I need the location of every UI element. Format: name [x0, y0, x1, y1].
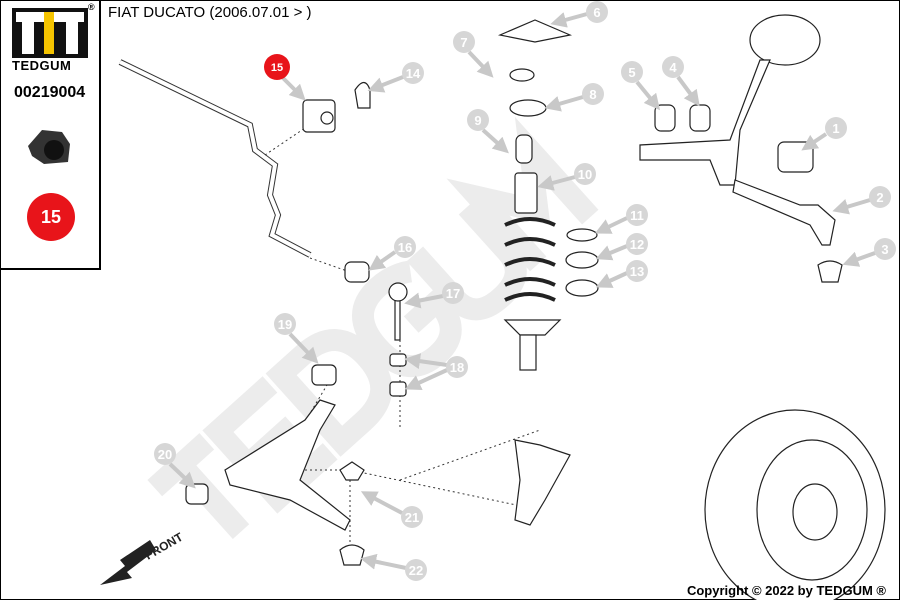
callout-13[interactable]: 13 [626, 260, 648, 282]
callout-3[interactable]: 3 [874, 238, 896, 260]
callout-5[interactable]: 5 [621, 61, 643, 83]
svg-text:14: 14 [406, 66, 421, 81]
front-arrow-icon [100, 540, 156, 585]
bushing-16-part [344, 261, 370, 283]
vehicle-title: FIAT DUCATO (2006.07.01 > ) [108, 4, 312, 21]
svg-text:6: 6 [593, 5, 600, 20]
svg-text:18: 18 [450, 360, 464, 375]
callout-20[interactable]: 20 [154, 443, 176, 465]
svg-text:3: 3 [881, 242, 888, 257]
callout-11[interactable]: 11 [626, 204, 648, 226]
svg-text:2: 2 [876, 190, 883, 205]
svg-text:4: 4 [669, 60, 677, 75]
callout-10[interactable]: 10 [574, 163, 596, 185]
callout-19[interactable]: 19 [274, 313, 296, 335]
part-thumbnail [28, 130, 70, 164]
svg-text:17: 17 [446, 286, 460, 301]
callout-14[interactable]: 14 [402, 62, 424, 84]
callout-6[interactable]: 6 [586, 1, 608, 23]
callout-9[interactable]: 9 [467, 109, 489, 131]
steering-wheel [749, 14, 821, 66]
svg-text:1: 1 [832, 121, 839, 136]
svg-text:15: 15 [271, 62, 283, 74]
svg-text:13: 13 [630, 264, 644, 279]
svg-text:21: 21 [405, 510, 419, 525]
callout-arrows [168, 12, 876, 570]
bracket-part [354, 81, 371, 109]
svg-text:12: 12 [630, 237, 644, 252]
svg-text:5: 5 [628, 65, 635, 80]
callout-8[interactable]: 8 [582, 83, 604, 105]
callout-12[interactable]: 12 [626, 233, 648, 255]
svg-text:22: 22 [409, 563, 423, 578]
tedgum-logo [12, 8, 88, 58]
brand-name: TEDGUM [12, 58, 72, 73]
callout-7[interactable]: 7 [453, 31, 475, 53]
lower-control-arm [224, 399, 351, 531]
copyright: Copyright © 2022 by TEDGUM ® [686, 583, 886, 598]
part-info-panel: ® TEDGUM 00219004 15 [0, 0, 101, 270]
svg-text:19: 19 [278, 317, 292, 332]
svg-text:16: 16 [398, 240, 412, 255]
steering-knuckle [514, 439, 571, 526]
callout-2[interactable]: 2 [869, 186, 891, 208]
registered-mark: ® [88, 2, 95, 12]
mount-6-part [497, 19, 573, 43]
part-position-badge: 15 [27, 193, 75, 241]
part-number: 00219004 [14, 84, 86, 101]
callout-16[interactable]: 16 [394, 236, 416, 258]
svg-text:10: 10 [578, 167, 592, 182]
svg-text:9: 9 [474, 113, 481, 128]
svg-text:11: 11 [630, 208, 644, 223]
callout-1[interactable]: 1 [825, 117, 847, 139]
callout-22[interactable]: 22 [405, 559, 427, 581]
svg-text:7: 7 [460, 35, 467, 50]
front-label: FRONT [143, 529, 186, 562]
callout-21[interactable]: 21 [401, 506, 423, 528]
callout-15-highlighted[interactable]: 15 [264, 54, 290, 80]
callout-4[interactable]: 4 [662, 56, 684, 78]
coil-spring [504, 217, 556, 302]
svg-text:20: 20 [158, 447, 172, 462]
stabilizer-bar [118, 59, 312, 258]
svg-text:8: 8 [589, 87, 596, 102]
callout-18[interactable]: 18 [446, 356, 468, 378]
callout-17[interactable]: 17 [442, 282, 464, 304]
